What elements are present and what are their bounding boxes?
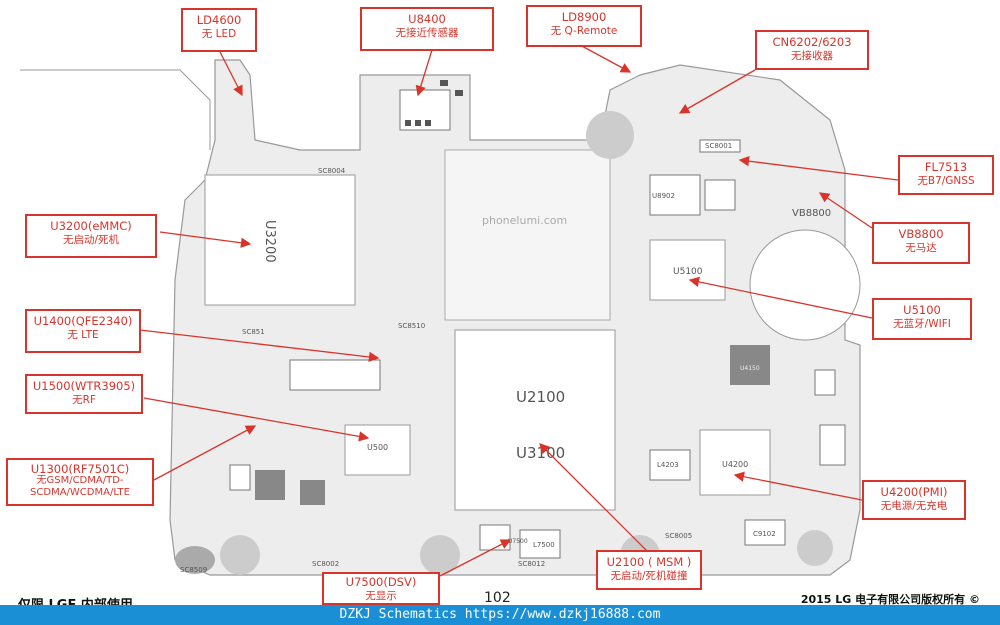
u5100-label: U5100 [673, 267, 703, 277]
sc8001-label: SC8001 [705, 142, 732, 150]
callout-u1500-title: U1500(WTR3905) [32, 379, 136, 393]
callout-u2100-sub: 无启动/死机碰撞 [610, 570, 688, 582]
callout-u3200: U3200(eMMC) 无启动/死机 [25, 214, 157, 258]
callout-u1300: U1300(RF7501C) 无GSM/CDMA/TD-SCDMA/WCDMA/… [6, 458, 154, 506]
callout-u1400-sub: 无 LTE [67, 329, 99, 341]
callout-fl7513-title: FL7513 [924, 160, 968, 174]
callout-u1400-title: U1400(QFE2340) [33, 314, 133, 328]
u2100-label: U2100 [516, 388, 565, 406]
left-edge [20, 69, 211, 150]
arrow-u1400 [139, 329, 380, 363]
u3200-label: U3200 [262, 220, 277, 263]
page-number: 102 [484, 590, 511, 606]
upper-shield [444, 149, 611, 321]
arrow-cn6202 [678, 69, 756, 114]
u2100-chip [454, 329, 616, 511]
callout-u4200-sub: 无电源/无充电 [880, 500, 948, 512]
arrow-vb8800 [818, 192, 873, 229]
callout-arrows [139, 44, 899, 577]
callout-u1500: U1500(WTR3905) 无RF [25, 374, 143, 414]
callout-u1500-sub: 无RF [72, 394, 96, 406]
arrow-u7500 [439, 539, 512, 577]
arrow-u2100 [539, 443, 649, 553]
pcb-board-diagram: U2100 U3100 U3200 U5100 U4200 U500 VB880… [20, 44, 899, 577]
callout-ld4600-sub: 无 LED [201, 28, 237, 40]
sc851-label: SC851 [242, 328, 265, 336]
callout-u1400: U1400(QFE2340) 无 LTE [25, 309, 141, 353]
receiver-circle [586, 111, 634, 159]
arrow-fl7513 [738, 155, 899, 181]
screw-hole-3 [220, 535, 260, 575]
callout-vb8800-title: VB8800 [898, 227, 944, 241]
callout-ld4600-title: LD4600 [196, 13, 242, 27]
dzkj-banner: DZKJ Schematics https://www.dzkj16888.co… [0, 605, 1000, 625]
callout-u8400-sub: 无接近传感器 [395, 27, 459, 39]
component-clusters [229, 80, 846, 559]
arrow-u3200 [159, 231, 252, 248]
callout-cn6202: CN6202/6203 无接收器 [755, 30, 869, 70]
callout-u4200: U4200(PMI) 无电源/无充电 [862, 480, 966, 520]
callout-u4200-title: U4200(PMI) [880, 485, 948, 499]
callout-fl7513-sub: 无B7/GNSS [917, 175, 975, 187]
l7500-label: L7500 [533, 541, 555, 549]
sc8509-label: SC8509 [180, 566, 207, 574]
callout-u1300-sub: 无GSM/CDMA/TD-SCDMA/WCDMA/LTE [30, 475, 130, 498]
u500-label: U500 [367, 443, 388, 452]
callout-u2100: U2100 ( MSM ) 无启动/死机碰撞 [596, 550, 702, 590]
callout-u1300-title: U1300(RF7501C) [30, 462, 130, 476]
watermark: phonelumi.com [482, 214, 567, 227]
sc8012-label: SC8012 [518, 560, 545, 568]
u3200-chip [204, 174, 356, 306]
callout-ld8900: LD8900 无 Q-Remote [526, 5, 642, 47]
vb8800-label: VB8800 [792, 208, 831, 219]
u5100-chip [649, 239, 726, 301]
arrow-ld8900 [579, 44, 632, 73]
sc8005-label: SC8005 [665, 532, 692, 540]
arrow-u1300 [153, 425, 257, 481]
screw-hole-4 [797, 530, 833, 566]
callout-u7500-title: U7500(DSV) [345, 575, 417, 589]
callout-vb8800: VB8800 无马达 [872, 222, 970, 264]
u4150-label: U4150 [740, 365, 760, 372]
u7500-label: U7500 [508, 538, 528, 545]
arrow-u1500 [143, 397, 370, 442]
arrow-u5100 [688, 276, 873, 319]
callout-u8400: U8400 无接近传感器 [360, 7, 494, 51]
l4203-label: L4203 [657, 461, 679, 469]
vb8800-circle [749, 229, 861, 341]
arrow-ld4600 [219, 51, 243, 97]
sc8509-pad [175, 546, 215, 574]
callout-u5100: U5100 无蓝牙/WIFI [872, 298, 972, 340]
sc8002-label: SC8002 [312, 560, 339, 568]
sc8510-label: SC8510 [398, 322, 425, 330]
u4200-label: U4200 [722, 460, 748, 469]
screw-hole-1 [420, 535, 460, 575]
callout-fl7513: FL7513 无B7/GNSS [898, 155, 994, 195]
copyright-text: 2015 LG 电子有限公司版权所有 © [800, 593, 980, 606]
callout-u7500-sub: 无显示 [365, 590, 397, 602]
u8902-label: U8902 [652, 192, 675, 200]
callout-u7500: U7500(DSV) 无显示 [322, 572, 440, 605]
callout-cn6202-title: CN6202/6203 [772, 35, 852, 49]
callout-u5100-title: U5100 [903, 303, 941, 317]
c9102-label: C9102 [753, 530, 776, 538]
u4200-chip [699, 429, 771, 496]
arrow-u8400 [415, 49, 433, 97]
callout-vb8800-sub: 无马达 [905, 242, 937, 254]
callout-u2100-title: U2100 ( MSM ) [606, 555, 692, 569]
callout-u8400-title: U8400 [408, 12, 446, 26]
callout-u3200-sub: 无启动/死机 [62, 234, 120, 246]
arrow-u4200 [733, 471, 863, 501]
u3100-label: U3100 [516, 444, 565, 462]
callout-ld8900-title: LD8900 [561, 10, 607, 24]
u500-chip [344, 424, 411, 476]
callout-ld8900-sub: 无 Q-Remote [550, 25, 618, 37]
sc8004-label: SC8004 [318, 167, 346, 175]
callout-u5100-sub: 无蓝牙/WIFI [893, 318, 951, 330]
callout-u3200-title: U3200(eMMC) [50, 219, 132, 233]
callout-cn6202-sub: 无接收器 [791, 50, 833, 62]
callout-ld4600: LD4600 无 LED [181, 8, 257, 52]
